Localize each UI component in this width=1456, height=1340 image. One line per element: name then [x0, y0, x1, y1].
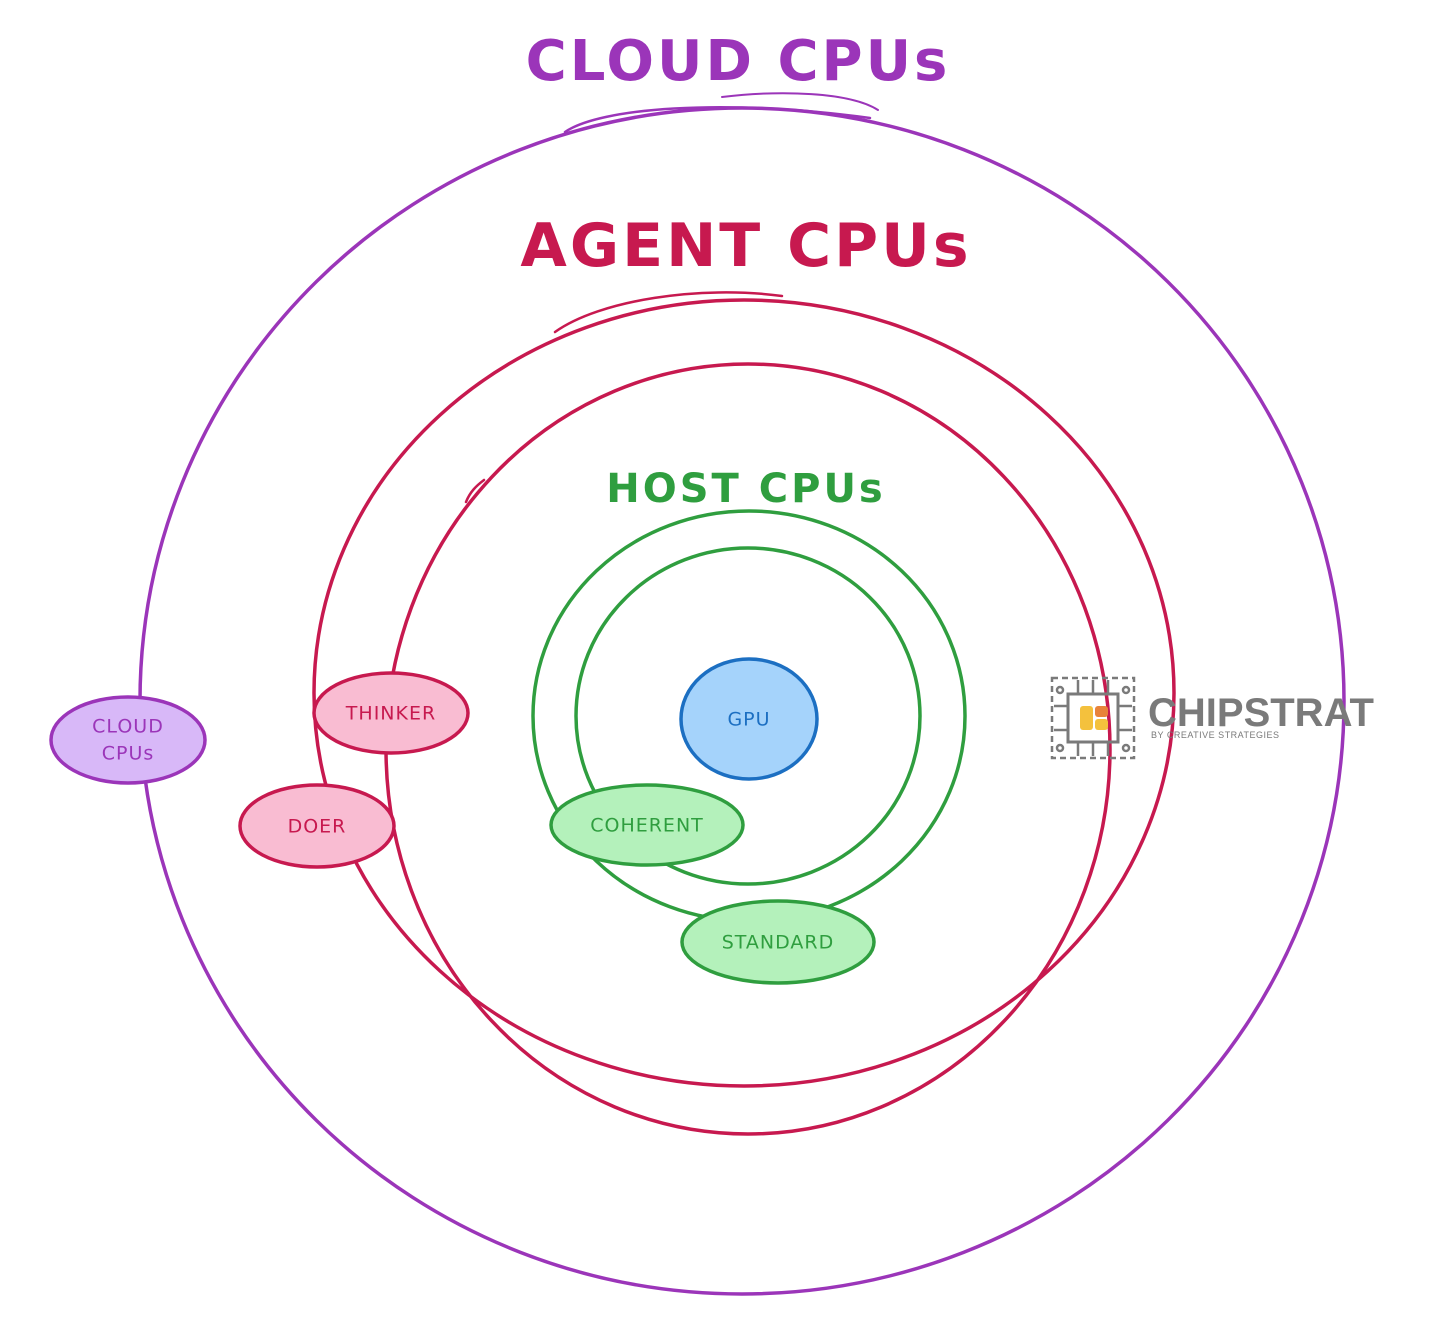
chip-core-icon [1080, 706, 1108, 730]
chipstrat-tagline: BY CREATIVE STRATEGIES [1151, 730, 1280, 740]
cloud-cpus-node-label-line2: CPUs [102, 743, 155, 765]
chipstrat-wordmark: CHIPSTRAT [1148, 691, 1374, 735]
coherent-node: COHERENT [549, 783, 745, 867]
host-cpus-title: HOST CPUs [606, 466, 885, 512]
chip-icon [1050, 676, 1136, 760]
thinker-node: THINKER [312, 671, 470, 755]
host-ring-inner [574, 546, 922, 886]
cloud-cpus-node: CLOUD CPUs [49, 695, 207, 785]
gpu-node: GPU [679, 657, 819, 781]
standard-node: STANDARD [680, 899, 876, 985]
doer-node: DOER [238, 783, 396, 869]
standard-label: STANDARD [722, 932, 835, 954]
agent-ring-outer [312, 291, 1176, 1088]
agent-cpus-title: AGENT CPUs [520, 211, 971, 281]
coherent-label: COHERENT [590, 815, 704, 837]
cloud-cpus-title: CLOUD CPUs [526, 29, 951, 94]
chipstrat-logo: CHIPSTRAT BY CREATIVE STRATEGIES [1050, 676, 1374, 760]
cloud-cpus-node-label-line1: CLOUD [92, 716, 164, 738]
thinker-label: THINKER [345, 703, 436, 725]
gpu-label: GPU [727, 709, 770, 731]
doer-label: DOER [288, 816, 347, 838]
